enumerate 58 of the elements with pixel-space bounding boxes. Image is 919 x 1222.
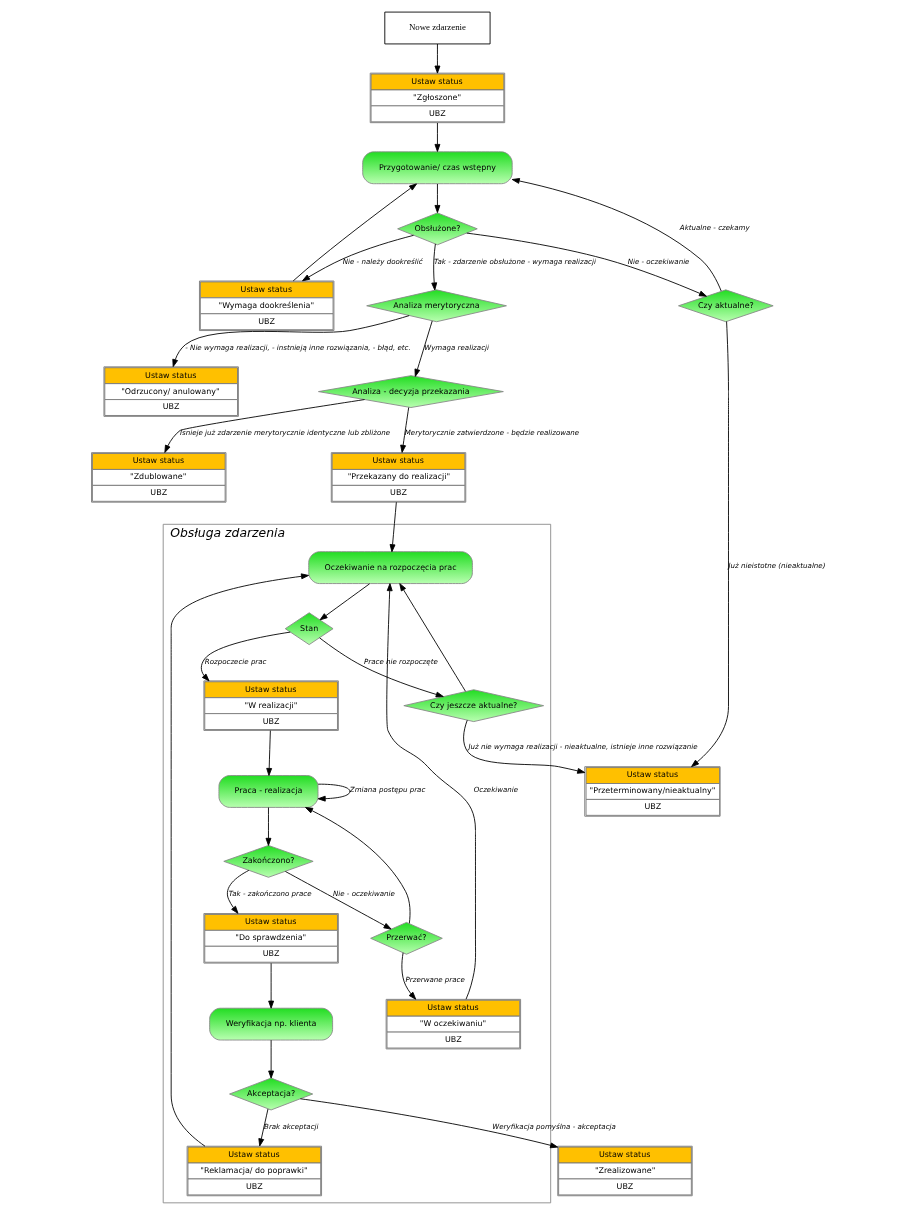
arrow	[265, 730, 272, 776]
arrow	[267, 962, 274, 1009]
arrow	[398, 583, 466, 692]
edge-label: Nie - oczekiwanie	[627, 256, 689, 266]
edge-label: Weryfikacja pomyślna - akceptacja	[491, 1121, 616, 1131]
arrow	[267, 1039, 274, 1079]
arrow	[511, 178, 722, 292]
arrow	[434, 43, 440, 74]
arrow	[319, 583, 370, 621]
arrow	[465, 232, 707, 297]
arrow	[304, 807, 410, 924]
arrow	[292, 183, 417, 282]
arrow	[385, 583, 476, 1000]
node-box: Przygotowanie/ czas wstępny	[361, 151, 513, 185]
arrow	[462, 719, 585, 774]
arrow	[170, 573, 309, 1147]
edge-label: Zmiana postępu prac	[349, 785, 425, 795]
arrow	[284, 871, 392, 930]
node-diamond: Analiza - decyzja przekazania	[317, 375, 504, 408]
arrow	[226, 869, 249, 914]
edge-label: - Nie wymaga realizacji, - instnieją inne rozwiązania, - błąd, etc.	[184, 342, 411, 352]
arrow	[690, 321, 729, 768]
edge-label: Oczekiwanie	[473, 785, 518, 795]
edge-label: Brak akceptacji	[263, 1121, 318, 1131]
arrow	[257, 1108, 268, 1147]
arrow	[399, 407, 409, 453]
edge-label: Przerwane prace	[405, 975, 465, 985]
node-diamond: Analiza merytoryczna	[365, 289, 507, 323]
edge-label: Merytorycznie zatwierdzone - będzie realizowane	[404, 428, 579, 438]
node-box: Weryfikacja np. klienta	[208, 1007, 333, 1041]
node-box: Praca - realizacja	[218, 775, 318, 808]
node-box: Nowe zdarzenie	[383, 11, 490, 45]
edge-label: Wymaga realizacji	[423, 342, 489, 352]
edge-label: Już nie wymaga realizacji - nieaktualne, istnieje inne rozwiązanie	[467, 742, 698, 752]
arrow	[434, 122, 440, 152]
arrow	[389, 501, 397, 553]
edge-label: Tak - zakończono prace	[228, 889, 312, 899]
node-diamond: Obsłużone?	[396, 212, 478, 246]
edge-label: Isnieje już zdarzenie merytorycznie identyczne lub zbliżone	[179, 428, 390, 438]
arrow	[318, 637, 444, 698]
edge-label: Rozpoczecie prac	[204, 656, 266, 666]
edge-label: Tak - zdarzenie obsłużone - wymaga realizacji	[433, 256, 596, 266]
arrow	[434, 183, 440, 213]
arrow	[163, 399, 365, 453]
arrow	[400, 952, 416, 1000]
arrow	[299, 1098, 558, 1149]
arrow	[430, 243, 437, 291]
arrow	[317, 783, 350, 802]
edge-label: Aktualne - czekamy	[679, 222, 750, 232]
arrow	[265, 807, 271, 846]
edge-label: Nie - oczekiwanie	[332, 889, 395, 899]
node-diamond: Zakończono?	[222, 845, 314, 878]
arrow	[301, 234, 414, 282]
arrow	[200, 631, 291, 682]
edge-label: Nie - należy dookreślić	[342, 256, 423, 266]
arrow	[414, 320, 433, 377]
node-diamond: Akceptacja?	[228, 1077, 313, 1111]
node-box: Oczekiwanie na rozpoczęcia prac	[307, 551, 473, 585]
